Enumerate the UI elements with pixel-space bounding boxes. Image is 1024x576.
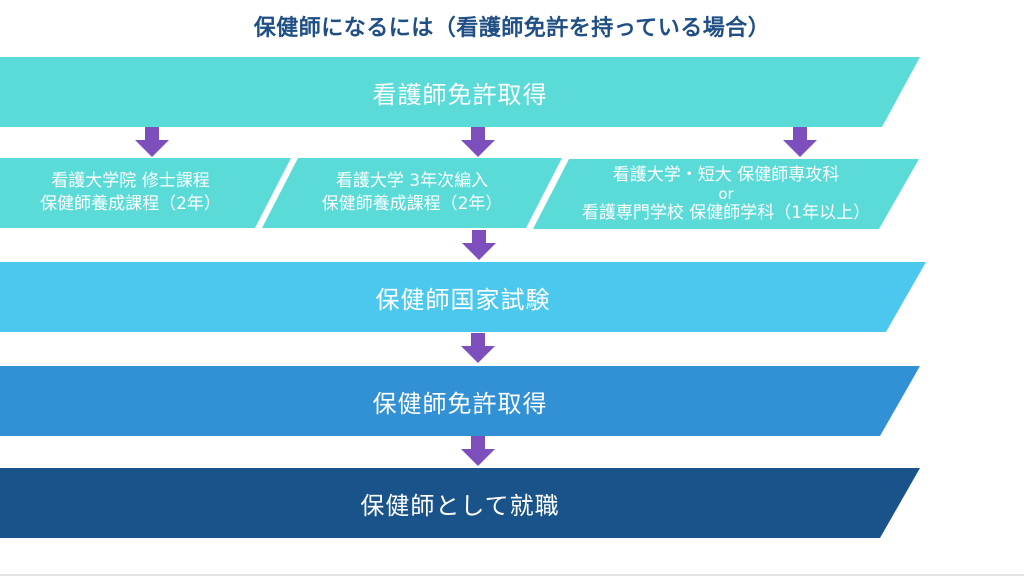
step-national-exam: 保健師国家試験	[0, 262, 926, 332]
program-graduate-school-line2: 保健師養成課程（2年）	[40, 194, 221, 214]
step-phn-license: 保健師免許取得	[0, 366, 920, 436]
program-specialized-course-line1: 看護大学・短大 保健師専攻科	[612, 164, 840, 185]
down-arrow-icon	[135, 127, 169, 157]
step-employment: 保健師として就職	[0, 468, 920, 538]
step-nurse-license-label: 看護師免許取得	[372, 80, 548, 109]
step-phn-license-label: 保健師免許取得	[372, 389, 548, 418]
down-arrow-icon	[461, 333, 495, 363]
step-nurse-license: 看護師免許取得	[0, 57, 920, 127]
step-employment-label: 保健師として就職	[360, 491, 560, 520]
program-university-transfer: 看護大学 3年次編入 保健師養成課程（2年）	[262, 158, 562, 228]
program-specialized-course: 看護大学・短大 保健師専攻科 or 看護専門学校 保健師学科（1年以上）	[533, 159, 919, 229]
diagram-title: 保健師になるには（看護師免許を持っている場合）	[253, 16, 771, 41]
program-graduate-school: 看護大学院 修士課程 保健師養成課程（2年）	[0, 158, 291, 228]
program-university-transfer-line1: 看護大学 3年次編入	[335, 171, 489, 192]
step-national-exam-label: 保健師国家試験	[375, 285, 551, 314]
bottom-divider	[0, 574, 1024, 576]
down-arrow-icon	[461, 127, 495, 157]
program-specialized-course-line2: 看護専門学校 保健師学科（1年以上）	[581, 202, 871, 223]
program-university-transfer-line2: 保健師養成課程（2年）	[321, 194, 503, 214]
down-arrow-icon	[462, 230, 496, 260]
program-specialized-course-or: or	[718, 184, 734, 203]
down-arrow-icon	[783, 127, 817, 157]
down-arrow-icon	[461, 436, 495, 466]
program-graduate-school-line1: 看護大学院 修士課程	[51, 171, 210, 192]
